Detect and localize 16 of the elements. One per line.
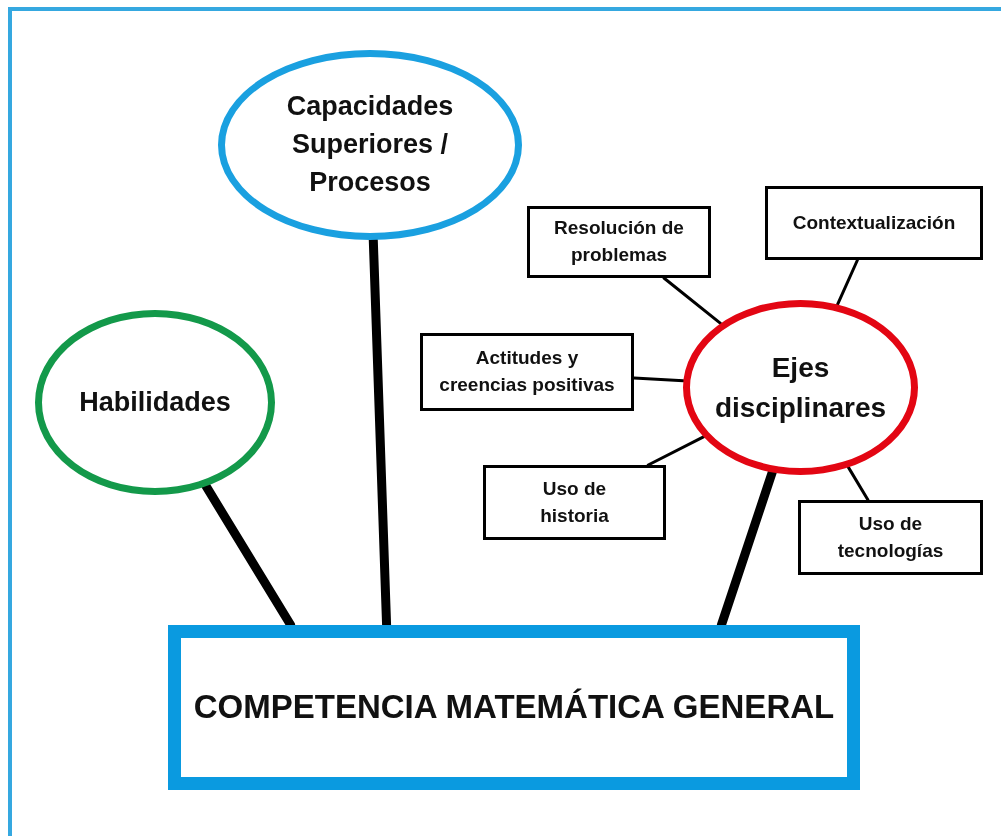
node-label: Uso de historia <box>539 476 610 528</box>
connector-line <box>632 376 685 383</box>
node-label: Actitudes y creencias positivas <box>438 346 616 397</box>
node-label: Uso de tecnologías <box>836 511 945 563</box>
concept-box <box>798 500 983 575</box>
concept-box <box>420 333 634 411</box>
concept-box <box>765 186 983 260</box>
node-label: COMPETENCIA MATEMÁTICA GENERAL <box>193 687 835 728</box>
node-label: Resolución de problemas <box>553 216 685 267</box>
concept-box <box>527 206 711 278</box>
concept-box <box>483 465 666 540</box>
node-label: Habilidades <box>79 385 231 419</box>
node-label: Ejes disciplinares <box>713 351 888 425</box>
node-label: Capacidades Superiores / Procesos <box>285 90 455 199</box>
concept-box <box>168 625 860 790</box>
node-label: Contextualización <box>792 210 956 235</box>
